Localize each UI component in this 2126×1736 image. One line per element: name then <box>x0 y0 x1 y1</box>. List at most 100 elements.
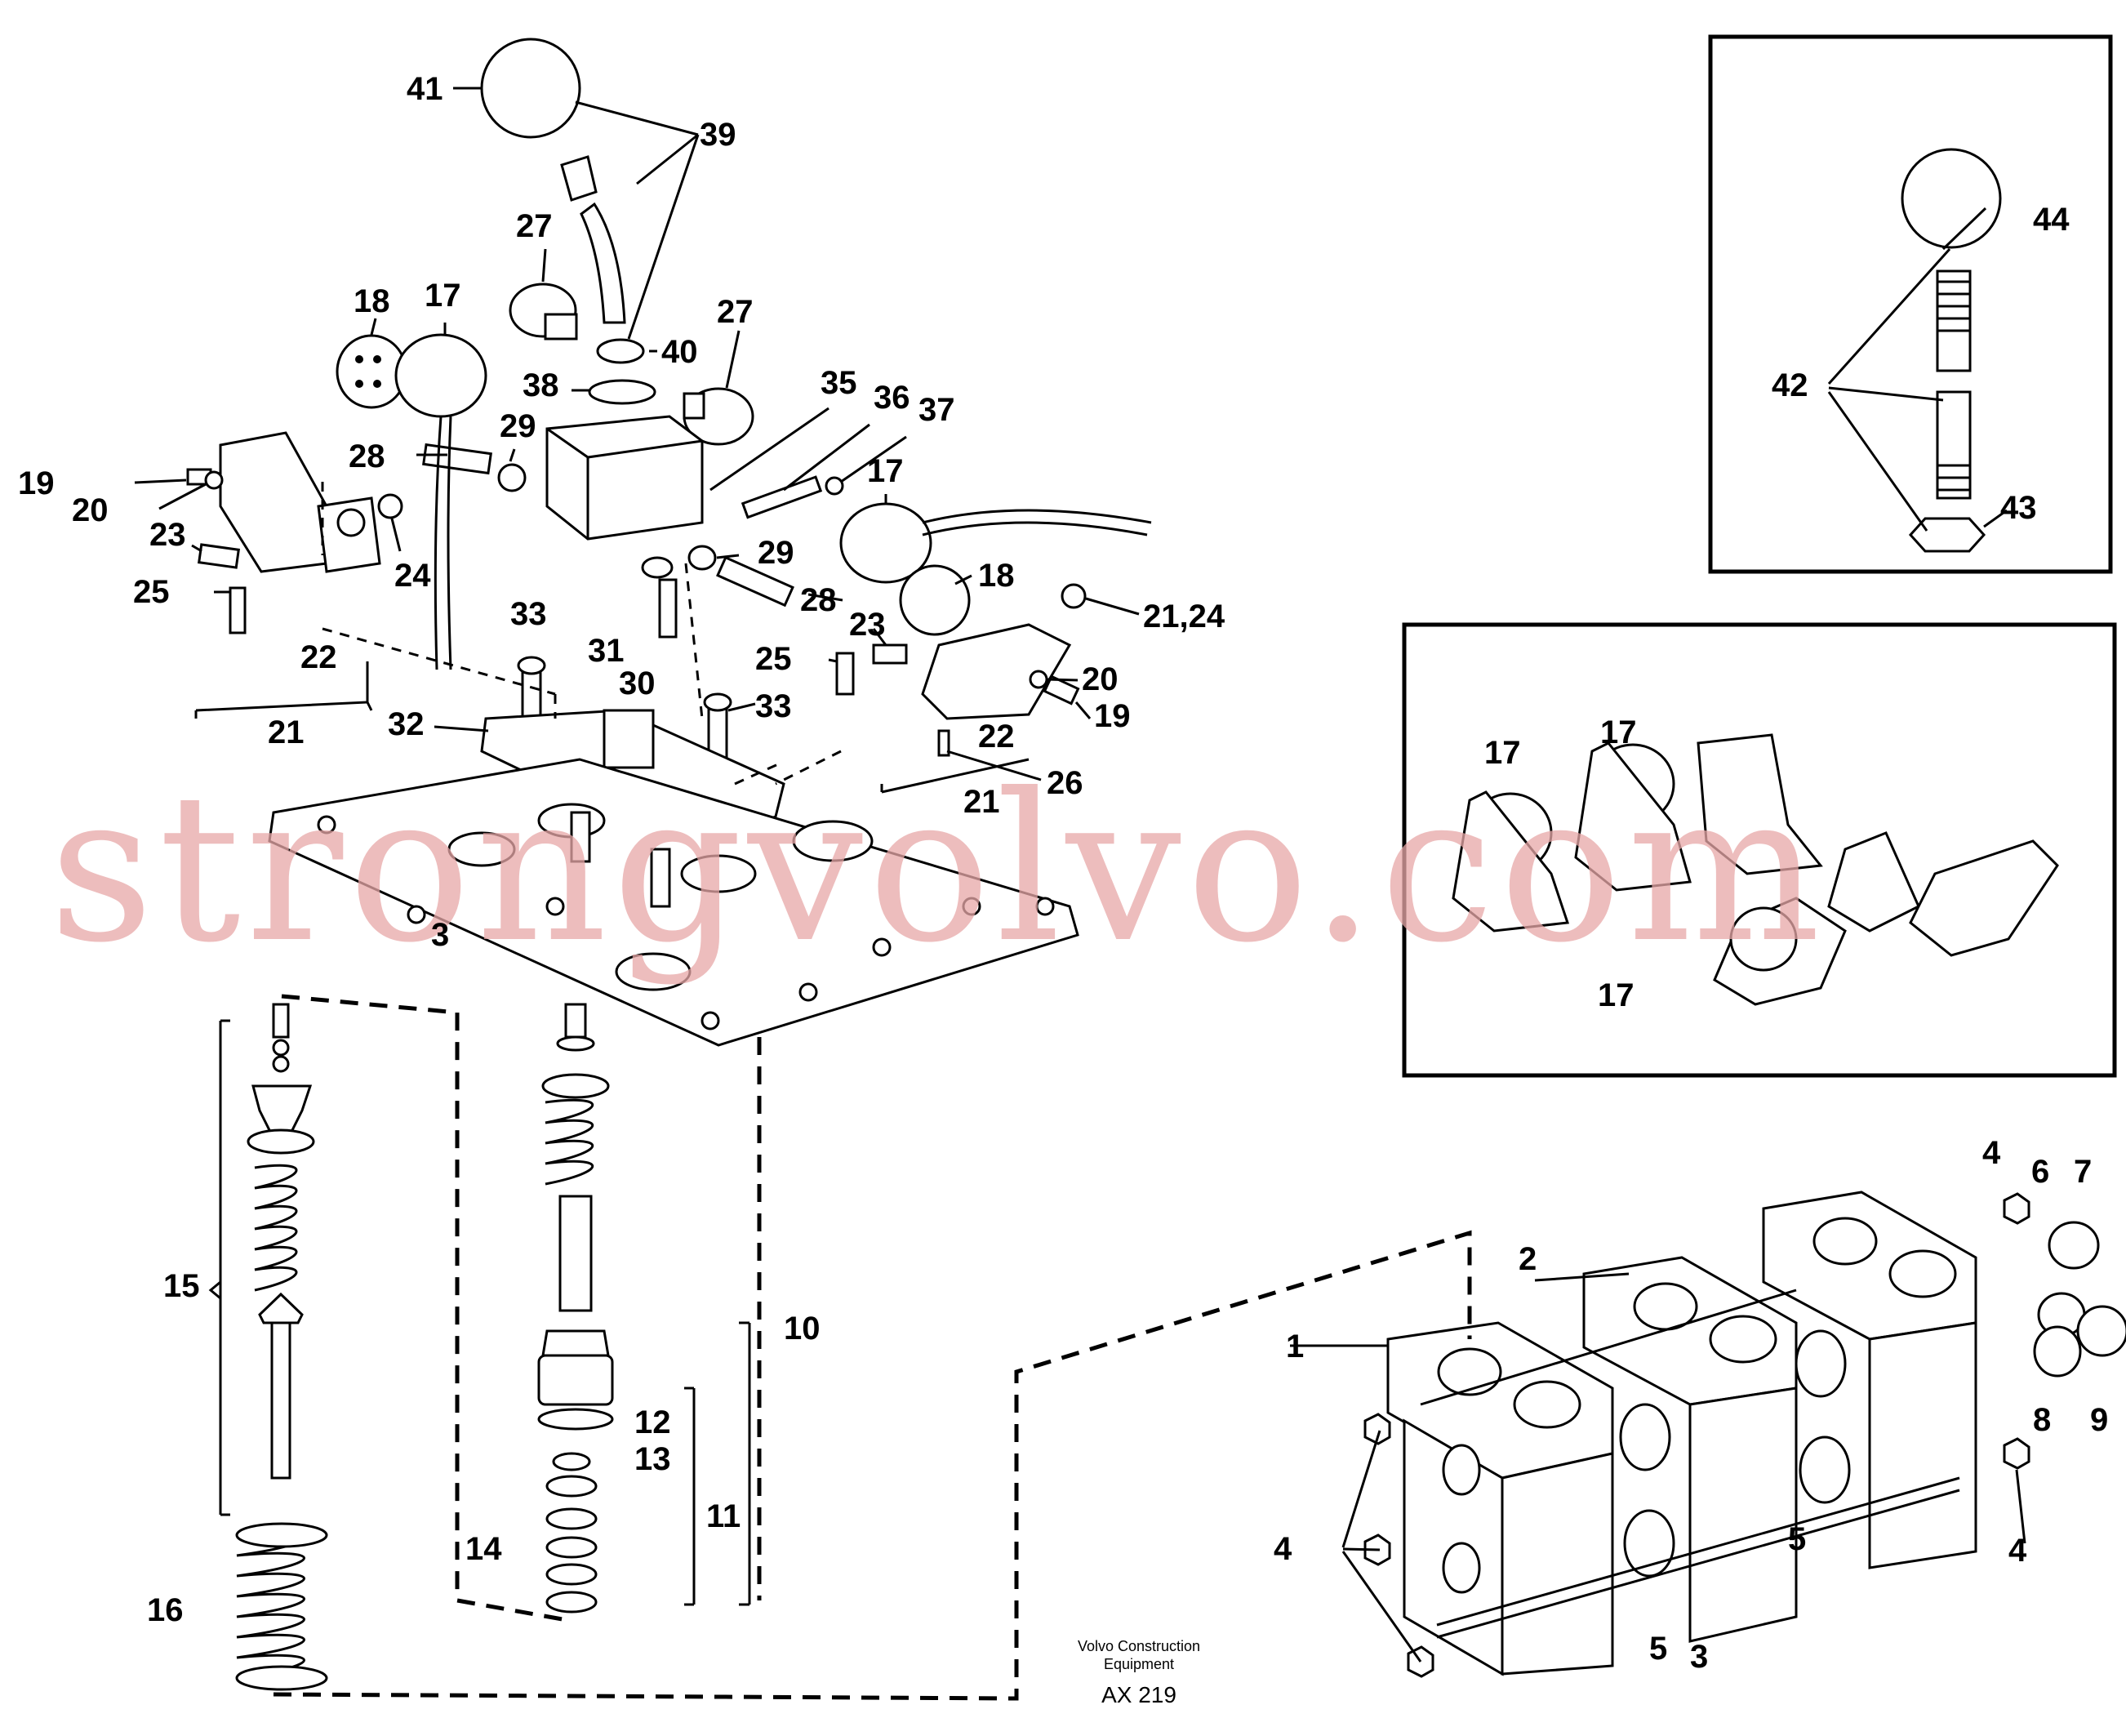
label-19-b: 19 <box>1094 698 1131 734</box>
screw-25-left <box>229 586 247 634</box>
base-plate <box>268 758 1079 1047</box>
label-22-b: 22 <box>978 719 1015 754</box>
pin-26 <box>937 729 950 757</box>
label-17-a: 17 <box>425 278 461 314</box>
label-25-a: 25 <box>133 574 170 610</box>
cap-27-right-stem <box>683 392 705 420</box>
screw-19-right <box>1043 674 1080 706</box>
label-24: 24 <box>394 558 431 594</box>
label-11: 11 <box>706 1498 741 1534</box>
dashed-connectors <box>273 994 1472 1701</box>
pin-36 <box>741 475 823 519</box>
spool-15 <box>270 1321 291 1480</box>
caption-line-1: Volvo Construction <box>1078 1638 1200 1654</box>
nut-29-left <box>497 463 527 492</box>
label-29-b: 29 <box>758 535 794 571</box>
label-21-b: 21 <box>963 784 1000 820</box>
label-23-b: 23 <box>849 607 886 643</box>
knob-41 <box>480 38 581 139</box>
label-27-a: 27 <box>516 208 553 244</box>
spring-center <box>545 1098 594 1186</box>
nut-43 <box>1908 517 1986 553</box>
inset-brackets-17 <box>1402 622 2117 1078</box>
label-18-a: 18 <box>354 283 390 319</box>
label-33-a: 33 <box>510 596 547 632</box>
pin-28-left <box>422 443 492 475</box>
label-21-24: 21,24 <box>1143 599 1225 634</box>
body-11 <box>537 1354 614 1406</box>
label-4-a: 4 <box>1982 1135 2001 1171</box>
caption-line-2: Equipment <box>1104 1656 1174 1672</box>
knob-44 <box>1901 148 2002 249</box>
label-17-b: 17 <box>867 453 904 489</box>
label-32: 32 <box>388 706 425 742</box>
label-14: 14 <box>465 1531 502 1567</box>
label-17-d: 17 <box>1600 714 1637 750</box>
label-21-a: 21 <box>268 714 305 750</box>
cylinder-17-left <box>394 333 487 418</box>
nut-4-e <box>2003 1192 2030 1225</box>
label-29-a: 29 <box>500 408 536 444</box>
label-15: 15 <box>163 1268 200 1304</box>
cap-27-left-stem <box>544 313 578 341</box>
nut-21-24 <box>1061 583 1087 609</box>
label-4-b: 4 <box>1274 1531 1292 1567</box>
cylinder-17-e <box>1729 906 1798 972</box>
label-2: 2 <box>1519 1241 1537 1277</box>
screw-25-right <box>835 652 855 696</box>
valve-spring-assembly-center <box>537 1003 614 1614</box>
switch-housing-35 <box>545 415 704 541</box>
label-39: 39 <box>700 117 736 153</box>
pin-23-left <box>197 543 241 569</box>
label-5-a: 5 <box>1788 1521 1806 1557</box>
label-28-b: 28 <box>800 582 837 618</box>
bracket-22-right <box>921 623 1072 720</box>
label-3-a: 3 <box>431 917 449 953</box>
rod-42-upper <box>1936 269 1972 372</box>
disc-18-right <box>899 564 971 636</box>
label-6: 6 <box>2031 1154 2049 1190</box>
label-19-a: 19 <box>18 465 55 501</box>
pin-28-right <box>716 555 794 608</box>
pin-center <box>564 1003 587 1039</box>
label-42: 42 <box>1772 367 1808 403</box>
nut-31 <box>641 556 674 579</box>
label-40: 40 <box>661 334 698 370</box>
pin-15 <box>272 1003 290 1039</box>
label-27-b: 27 <box>717 294 754 330</box>
label-18-b: 18 <box>978 558 1015 594</box>
cable-right <box>922 509 1152 536</box>
spring-15 <box>254 1164 298 1292</box>
nut-29-right <box>687 545 717 571</box>
label-28-a: 28 <box>349 438 385 474</box>
label-8: 8 <box>2033 1402 2051 1438</box>
inset-box-middle <box>1402 622 2117 1078</box>
valve-spring-assembly-left <box>235 1003 328 1691</box>
label-20-a: 20 <box>72 492 109 528</box>
label-16: 16 <box>147 1592 184 1628</box>
label-17-c: 17 <box>1484 735 1521 771</box>
ring-8 <box>2033 1325 2082 1378</box>
joystick-assembly <box>186 38 1152 1047</box>
label-37: 37 <box>918 392 955 428</box>
washer-38 <box>588 379 656 405</box>
watermark: strongvolvo.com <box>49 750 1826 987</box>
plug-7 <box>2048 1221 2100 1270</box>
label-9: 9 <box>2090 1402 2108 1438</box>
label-35: 35 <box>821 365 857 401</box>
label-1: 1 <box>1286 1329 1304 1364</box>
nut-40 <box>596 338 645 364</box>
label-25-b: 25 <box>755 641 792 677</box>
label-36: 36 <box>874 380 910 416</box>
label-26: 26 <box>1047 765 1083 801</box>
label-38: 38 <box>523 367 559 403</box>
label-30: 30 <box>619 665 656 701</box>
label-41: 41 <box>407 71 443 107</box>
label-31: 31 <box>588 633 625 669</box>
label-33-b: 33 <box>755 688 792 724</box>
label-10: 10 <box>784 1311 821 1347</box>
label-3-b: 3 <box>1690 1639 1708 1675</box>
label-4-c: 4 <box>2008 1533 2027 1569</box>
label-12: 12 <box>634 1404 671 1440</box>
